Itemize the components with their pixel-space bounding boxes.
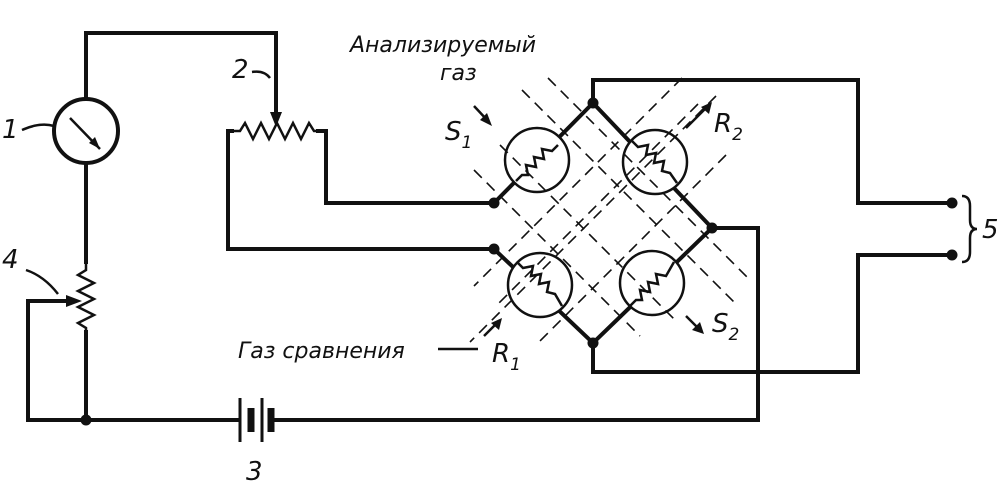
pot-right-wire: [316, 129, 496, 205]
battery-to-bridge-wire: [270, 226, 760, 422]
leader-lines: [21, 70, 712, 351]
labels: 1 2 4 3 5 Анализируемый газ Газ сравнени…: [2, 33, 999, 487]
pot-leader: [251, 70, 271, 79]
s1-arrow: [480, 113, 492, 126]
meter-to-slider-wire: [84, 31, 278, 122]
rheostat-bypass-wire: [26, 299, 88, 422]
s1-resistor: [515, 144, 559, 182]
pot-left-wire: [226, 129, 496, 251]
rheostat-zigzag: [75, 262, 97, 332]
pot-slider-arrow: [270, 112, 282, 127]
bridge-bottom-node: [587, 337, 599, 349]
bridge-right-node: [706, 222, 718, 234]
pot-number-label: 2: [232, 55, 249, 85]
meter-leader: [21, 123, 55, 132]
battery-number-label: 3: [246, 457, 263, 487]
rheostat-leader: [25, 268, 59, 295]
battery: [238, 398, 275, 442]
pot-resistor-zigzag: [232, 120, 318, 142]
bridge: [469, 77, 749, 346]
r1-resistor: [516, 261, 564, 307]
rheostat-number-label: 4: [2, 245, 19, 275]
output-upper-wire: [591, 78, 954, 205]
galvanometer: [52, 97, 120, 165]
r1-symbol: R1: [492, 339, 521, 375]
junction-dots: [80, 97, 958, 426]
bridge-left-lower-node: [488, 243, 500, 255]
cell-s2: [618, 249, 686, 317]
output-lower-wire: [591, 253, 954, 374]
s2-arrow: [692, 322, 704, 334]
cell-r1: [506, 251, 574, 319]
meter-circle: [52, 97, 120, 165]
meter-number-label: 1: [2, 115, 19, 145]
potentiometer: [232, 112, 318, 142]
reference-gas-label: Газ сравнения: [238, 339, 405, 364]
rheostat: [66, 262, 97, 332]
rheostat-slider-arrow: [66, 295, 82, 307]
r2-symbol: R2: [714, 109, 743, 145]
output-brace: [961, 194, 978, 264]
left-circuit-wires: [26, 31, 954, 422]
output-terminal-lower: [946, 249, 958, 261]
battery-junction-node: [80, 414, 92, 426]
cell-s1: [503, 126, 571, 194]
meter-needle-arrow: [89, 137, 100, 149]
cell-r2: [621, 128, 689, 196]
analyzed-gas-label-line1: Анализируемый: [348, 33, 536, 58]
gas-flow-dashes: [469, 77, 749, 343]
output-terminal-upper: [946, 197, 958, 209]
s1-symbol: S1: [445, 117, 472, 153]
s2-symbol: S2: [712, 309, 739, 345]
r1-arrow: [491, 318, 502, 330]
bridge-left-upper-node: [488, 197, 500, 209]
r2-arrow: [701, 102, 712, 114]
s2-resistor: [629, 261, 676, 307]
analyzed-gas-label-line2: газ: [440, 61, 477, 86]
r2-resistor: [631, 140, 679, 184]
output-number-label: 5: [982, 215, 999, 245]
bridge-top-node: [587, 97, 599, 109]
